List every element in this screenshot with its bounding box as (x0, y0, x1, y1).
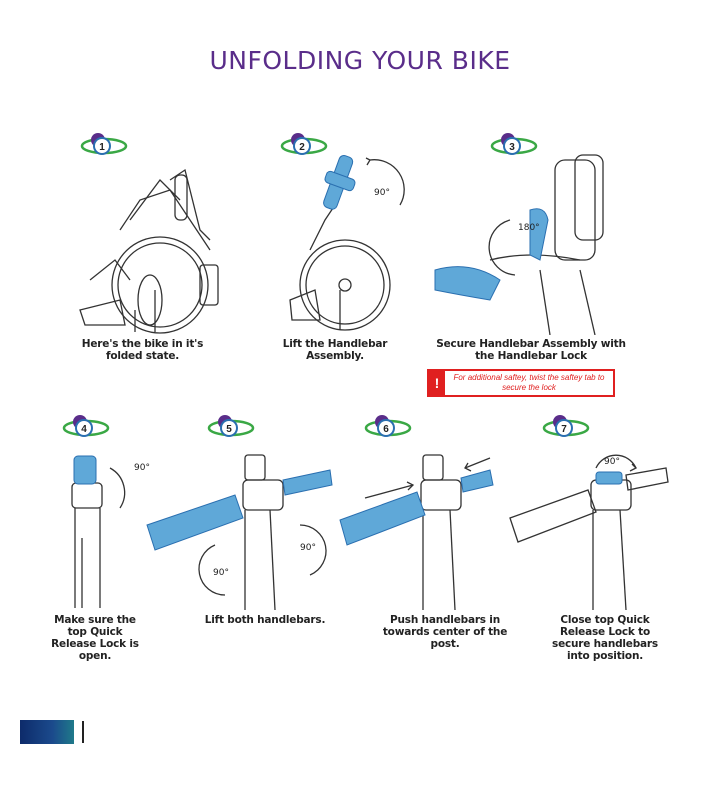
step-number-badge-icon: 1 (80, 133, 128, 155)
svg-text:5: 5 (226, 424, 232, 435)
safety-warning-text: For additional saftey, twist the saftey … (453, 373, 605, 392)
footer-brand-bar (20, 720, 74, 744)
svg-text:90°: 90° (134, 463, 150, 473)
step-caption: Make sure the top Quick Release Lock is … (51, 614, 139, 662)
step-number-badge-icon: 4 (62, 415, 110, 437)
step-number-badge-icon: 3 (490, 133, 538, 155)
folded-bike-illustration (79, 168, 219, 334)
step-caption: Close top Quick Release Lock to secure h… (552, 614, 658, 662)
step-number-badge-icon: 6 (364, 415, 412, 437)
step-caption: Push handlebars in towards center of the… (382, 614, 508, 650)
secure-handlebar-lock-illustration: 180° (434, 154, 604, 335)
svg-text:4: 4 (81, 424, 87, 435)
step-number-badge-icon: 7 (542, 415, 590, 437)
close-quick-release-illustration: 90° (509, 454, 669, 610)
step-number-badge-icon: 2 (280, 133, 328, 155)
svg-text:7: 7 (561, 424, 567, 435)
step-caption: Lift the Handlebar Assembly. (282, 338, 388, 362)
step-number-badge-icon: 5 (207, 415, 255, 437)
svg-text:90°: 90° (300, 543, 316, 553)
svg-text:90°: 90° (604, 457, 620, 467)
step-caption: Lift both handlebars. (204, 614, 326, 626)
svg-text:6: 6 (383, 424, 389, 435)
page-title: UNFOLDING YOUR BIKE (209, 46, 511, 75)
step-caption: Here's the bike in it's folded state. (81, 338, 204, 362)
lift-handlebar-illustration: 90° (289, 155, 405, 331)
svg-text:3: 3 (509, 142, 515, 153)
exclamation-icon: ! (429, 371, 445, 395)
svg-text:180°: 180° (518, 223, 540, 233)
svg-text:2: 2 (299, 142, 305, 153)
lift-handlebars-illustration: 90° 90° (146, 454, 333, 610)
footer-divider (82, 721, 84, 743)
step-caption: Secure Handlebar Assembly with the Handl… (436, 338, 626, 362)
step-number: 1 (99, 142, 105, 153)
svg-text:90°: 90° (213, 568, 229, 578)
safety-warning-box: ! For additional saftey, twist the safte… (427, 369, 615, 397)
quick-release-open-illustration: 90° (71, 455, 150, 608)
svg-text:90°: 90° (374, 188, 390, 198)
push-handlebars-illustration (339, 454, 494, 610)
